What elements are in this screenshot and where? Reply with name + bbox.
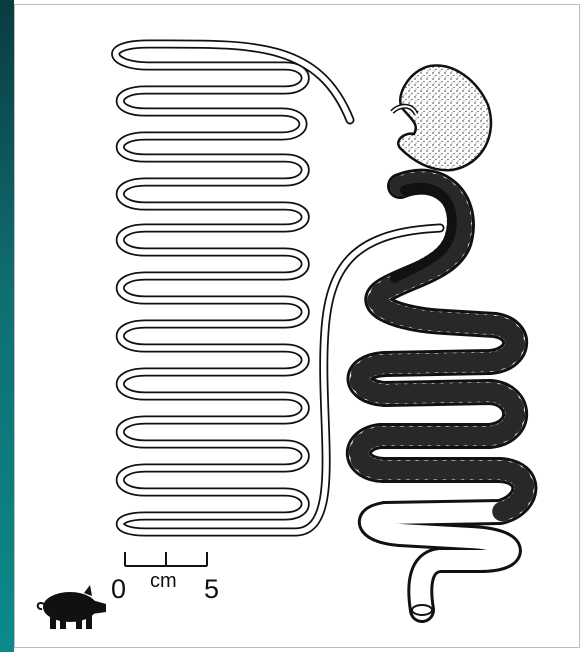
pig-silhouette-icon [38, 585, 106, 629]
scale-unit-label: cm [150, 570, 177, 593]
stomach [392, 65, 491, 170]
scale-start-label: 0 [111, 574, 126, 605]
large-intestine [359, 182, 525, 615]
scale-end-label: 5 [204, 574, 219, 605]
scale-bar [125, 552, 207, 566]
